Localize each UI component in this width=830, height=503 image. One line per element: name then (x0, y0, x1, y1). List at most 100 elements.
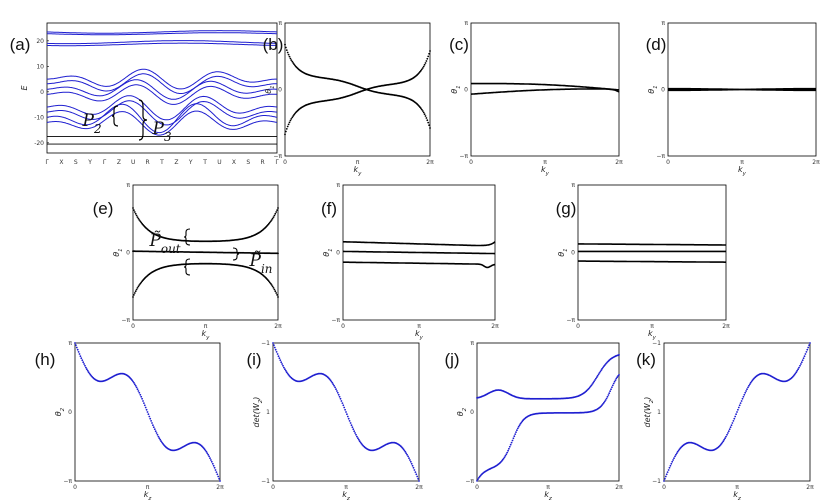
y-tick-label: −π (459, 153, 468, 160)
data-point (276, 294, 278, 296)
data-point (284, 43, 286, 46)
data-point (476, 480, 478, 482)
y-axis-label: θ1 (112, 248, 124, 256)
data-point (147, 413, 150, 416)
y-axis-label: θ2 (456, 407, 468, 416)
data-point (285, 130, 287, 133)
data-point (666, 471, 669, 473)
x-axis-label: kz (144, 490, 153, 502)
panel-label: (i) (246, 350, 261, 369)
data-point (595, 377, 597, 380)
data-point (287, 123, 290, 126)
plot-frame (272, 342, 420, 482)
data-point (138, 284, 141, 286)
data-point (800, 363, 802, 365)
x-tick-label: Γ (103, 159, 107, 166)
data-point (428, 52, 430, 55)
data-point (512, 437, 515, 440)
brace-p3 (138, 99, 148, 141)
data-point (146, 411, 149, 413)
x-tick-label: π (417, 323, 421, 330)
data-point (339, 397, 342, 400)
data-point (350, 424, 353, 427)
data-point (504, 454, 507, 457)
data-point (335, 388, 337, 391)
data-point (133, 292, 136, 294)
data-point (412, 466, 415, 469)
data-point (332, 383, 335, 386)
data-point (342, 404, 345, 407)
data-point (800, 361, 803, 364)
y-axis-label: θ1 (647, 85, 659, 93)
data-point (605, 397, 608, 400)
x-tick-label: 0 (662, 484, 666, 491)
data-point (144, 406, 147, 409)
data-point (154, 430, 157, 433)
data-point (355, 433, 357, 436)
panel-label: (e) (93, 199, 114, 218)
data-point (291, 116, 294, 119)
data-point (352, 428, 355, 431)
y-tick-label: −π (121, 317, 130, 324)
y-axis-label: θ1 (322, 248, 334, 256)
data-point (152, 426, 155, 429)
data-point (338, 395, 341, 398)
y-tick-label: -10 (34, 114, 44, 121)
data-point (75, 346, 78, 349)
data-point (213, 466, 216, 469)
data-point (668, 466, 671, 469)
series-line (471, 82, 620, 91)
data-point (664, 477, 666, 480)
data-point (420, 107, 422, 110)
data-point (667, 469, 670, 471)
data-point (336, 390, 338, 392)
x-tick-label: 0 (469, 159, 473, 166)
data-point (285, 371, 288, 374)
data-point (138, 391, 141, 394)
y-tick-label: 0 (68, 409, 72, 416)
annotation-p2: P2 (81, 111, 101, 136)
y-tick-label: π (336, 182, 340, 189)
x-tick-label: S (246, 159, 250, 166)
x-tick-label: π (650, 323, 654, 330)
data-point (135, 288, 138, 291)
data-point (416, 475, 419, 478)
data-point (143, 404, 146, 407)
data-point (608, 392, 611, 395)
data-point (808, 344, 810, 347)
panel-label: (k) (636, 350, 656, 369)
data-point (134, 290, 137, 293)
data-point (516, 427, 519, 430)
x-tick-label: π (344, 484, 348, 491)
data-point (136, 388, 139, 391)
y-axis-label: det(W2) (643, 397, 655, 428)
y-tick-label: 0 (40, 89, 44, 96)
data-point (75, 344, 77, 347)
data-point (285, 46, 287, 49)
data-point (278, 357, 281, 360)
data-point (271, 217, 274, 220)
data-point (420, 108, 423, 111)
data-point (145, 408, 148, 411)
data-point (424, 115, 427, 117)
data-point (216, 473, 219, 476)
data-point (288, 55, 291, 58)
data-point (597, 373, 600, 376)
panel-label: (j) (444, 350, 459, 369)
data-point (422, 65, 425, 68)
data-point (133, 381, 135, 384)
data-point (611, 386, 613, 389)
data-point (427, 121, 430, 124)
data-point (284, 368, 286, 371)
data-point (272, 342, 274, 344)
data-point (150, 420, 153, 422)
data-point (516, 429, 518, 432)
data-point (210, 459, 212, 461)
data-point (356, 435, 358, 438)
data-point (611, 384, 614, 387)
